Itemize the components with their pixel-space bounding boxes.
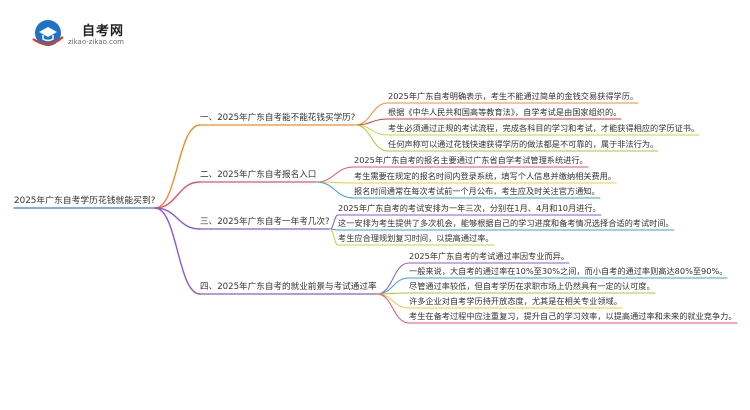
leaf-connector — [354, 124, 389, 136]
leaf-item: 任何声称可以通过花钱快速获得学历的做法都是不可靠的，属于非法行为。 — [388, 139, 659, 149]
branch-connector — [154, 207, 201, 230]
leaf-item: 一般来说，大自考的通过率在10%至30%之间，而小自考的通过率则高达80%至90… — [409, 266, 728, 276]
leaf-item: 2025年广东自考的考试安排为一年三次，分别在1月、4月和10月进行。 — [338, 203, 601, 213]
leaf-connector — [315, 181, 355, 199]
leaf-item: 考生在备考过程中应注重复习，提升自己的学习效率，以提高通过率和未来的就业竞争力。 — [409, 311, 737, 321]
leaf-item: 考生需要在规定的报名时间内登录系统，填写个人信息并缴纳相关费用。 — [354, 171, 617, 181]
leaf-connector — [315, 166, 355, 183]
leaf-item: 2025年广东自考明确表示，考生不能通过简单的金钱交易获得学历。 — [388, 91, 639, 101]
leaf-item: 根据《中华人民共和国高等教育法》，自学考试是由国家组织的。 — [388, 107, 622, 117]
branch-topic-4: 四、2025年广东自考的就业前景与考试通过率 — [200, 282, 377, 292]
root-topic: 2025年广东自考学历花钱就能买到? — [14, 196, 156, 206]
logo-title: 自考网 — [82, 24, 125, 39]
leaf-connector — [376, 262, 410, 295]
leaf-item: 尽管通过率较低，但自考学历在求职市场上仍然具有一定的认可度。 — [409, 281, 655, 291]
leaf-item: 考生应合理规划复习时间，以提高通过率。 — [338, 233, 494, 243]
leaf-item: 考生必须通过正规的考试流程，完成各科目的学习和考试，才能获得相应的学历证书。 — [388, 123, 700, 133]
leaf-item: 这一安排为考生提供了多次机会，能够根据自己的学习进度和备考情况选择合适的考试时间… — [338, 218, 674, 228]
branch-connector — [154, 181, 201, 209]
leaf-item: 报名时间通常在每次考试前一个月公布，考生应及时关注官方通知。 — [354, 186, 600, 196]
leaf-item: 许多企业对自考学历持开放态度，尤其是在相关专业领域。 — [409, 296, 622, 306]
leaf-connector — [329, 228, 339, 246]
leaf-connector — [329, 214, 339, 230]
branch-topic-3: 三、2025年广东自考一年考几次? — [200, 217, 330, 227]
leaf-item: 2025年广东自考的考试通过率因专业而异。 — [409, 251, 570, 261]
logo-subtitle: zikao-zikao.com — [68, 38, 124, 46]
leaf-connector — [376, 277, 410, 295]
branch-topic-2: 二、2025年广东自考报名入口 — [200, 170, 317, 180]
leaf-connector — [376, 293, 410, 324]
zikao-logo-icon — [32, 20, 64, 46]
branch-connector — [154, 207, 201, 295]
leaf-connector — [376, 293, 410, 309]
leaf-connector — [354, 124, 389, 152]
branch-connector — [154, 124, 201, 209]
branch-topic-1: 一、2025年广东自考能不能花钱买学历? — [200, 113, 356, 123]
leaf-item: 2025年广东自考的报名主要通过广东省自学考试管理系统进行。 — [354, 155, 588, 165]
